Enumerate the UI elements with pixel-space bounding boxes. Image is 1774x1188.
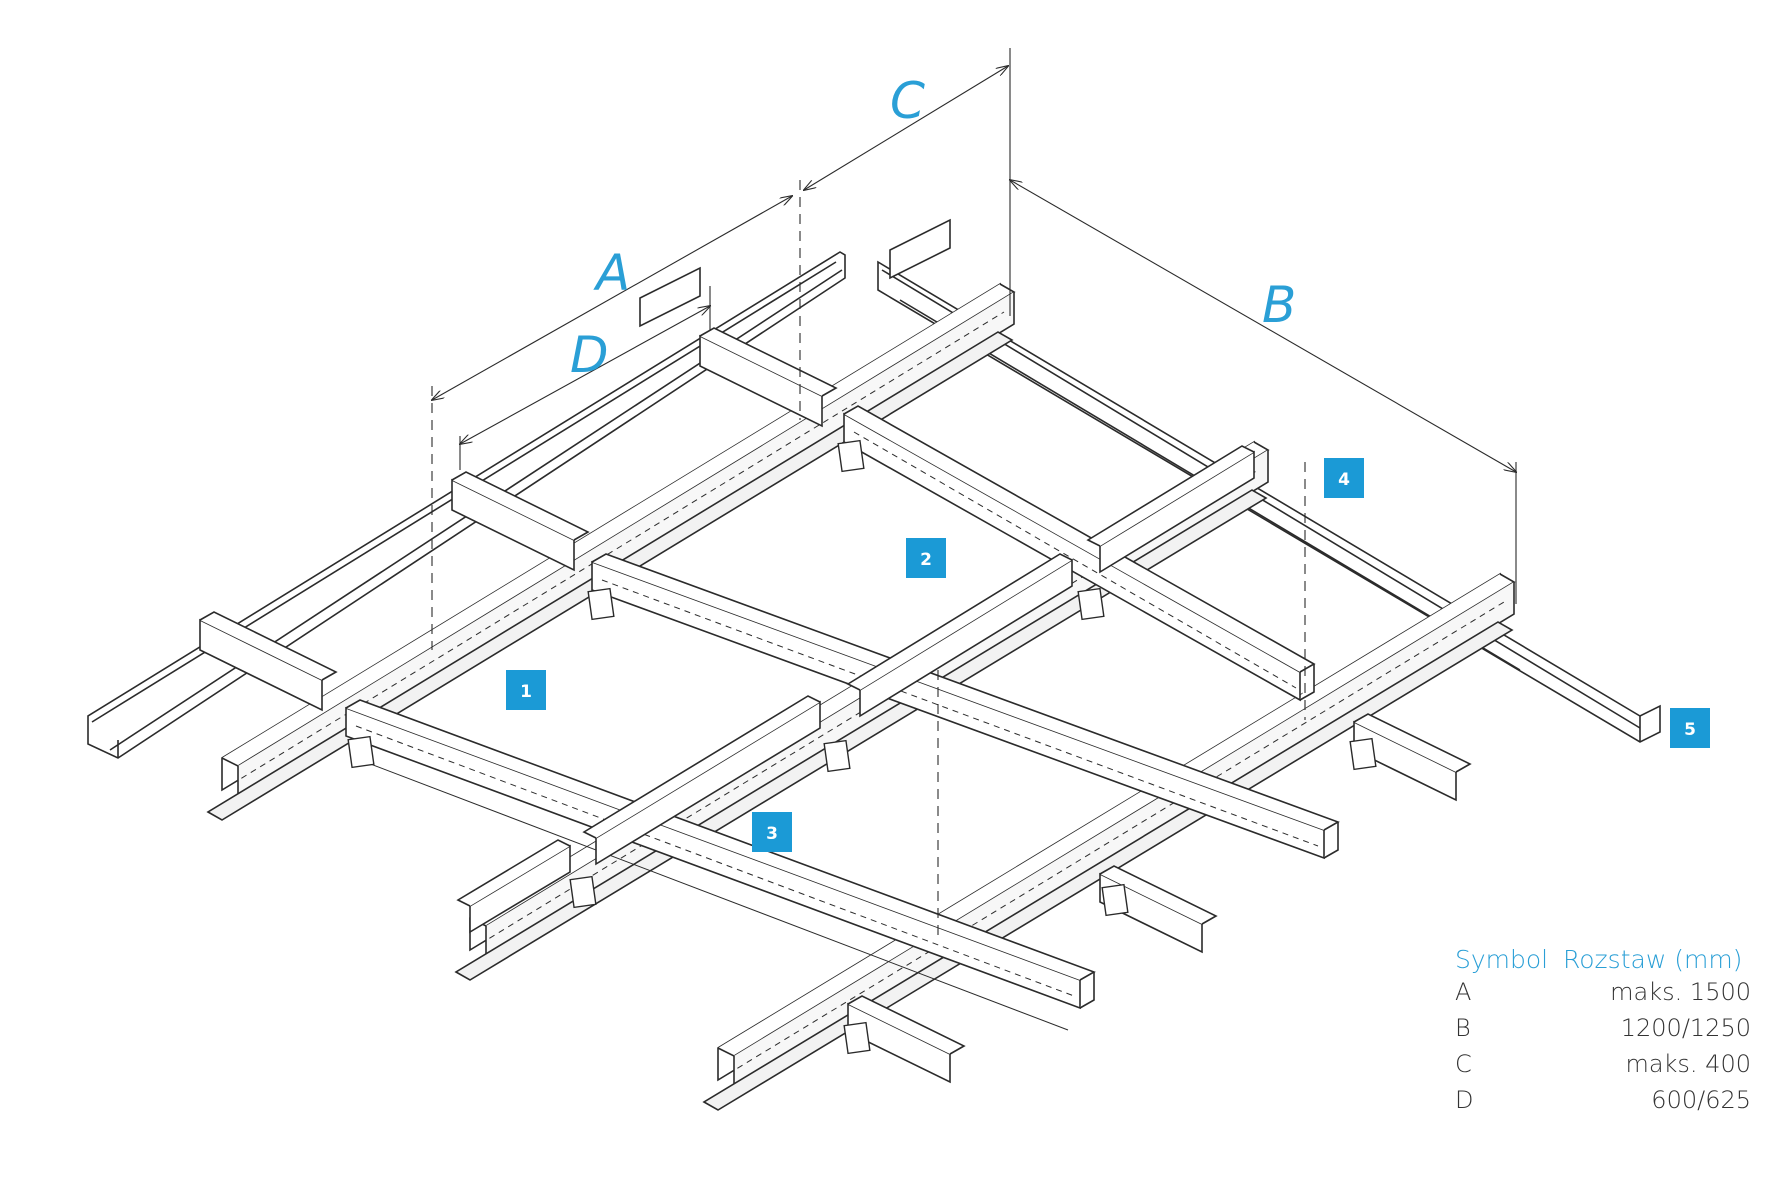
legend-value: 600/625 [1651, 1086, 1751, 1114]
long-cross-tee-3 [843, 405, 1316, 702]
dimension-lines [432, 48, 1516, 936]
svg-text:5: 5 [1684, 720, 1696, 740]
legend-value: 1200/1250 [1620, 1014, 1751, 1042]
badge-3: 3 [752, 812, 792, 852]
tee-ends [199, 218, 1472, 1084]
spacing-legend: Symbol Rozstaw (mm) A maks. 1500 B 1200/… [1455, 945, 1751, 1118]
legend-symbol: D [1455, 1086, 1474, 1114]
dimension-label-a: A [593, 244, 630, 302]
legend-row: A maks. 1500 [1455, 974, 1751, 1010]
legend-symbol: B [1455, 1014, 1471, 1042]
dimension-label-d: D [570, 326, 609, 384]
long-cross-tee-2 [591, 553, 1340, 860]
long-cross-tee-1 [345, 699, 1096, 1031]
legend-row: C maks. 400 [1455, 1046, 1751, 1082]
legend-row: D 600/625 [1455, 1082, 1751, 1118]
legend-value: maks. 1500 [1610, 978, 1751, 1006]
legend-symbol: A [1455, 978, 1472, 1006]
badge-4: 4 [1324, 458, 1364, 498]
legend-header: Symbol Rozstaw (mm) [1455, 945, 1751, 974]
svg-text:3: 3 [766, 824, 778, 844]
legend-value: maks. 400 [1625, 1050, 1751, 1078]
main-runner-1 [206, 282, 1016, 821]
legend-header-spacing: Rozstaw (mm) [1563, 945, 1743, 974]
legend-header-symbol: Symbol [1455, 945, 1549, 974]
connector-clips [347, 439, 1377, 1055]
long-cross-tees [345, 405, 1340, 1031]
dimension-label-c: C [890, 72, 925, 130]
legend-symbol: C [1455, 1050, 1472, 1078]
svg-text:2: 2 [920, 550, 932, 570]
dimension-label-b: B [1262, 276, 1296, 334]
svg-text:4: 4 [1338, 470, 1350, 490]
legend-row: B 1200/1250 [1455, 1010, 1751, 1046]
svg-text:1: 1 [520, 682, 532, 702]
badge-1: 1 [506, 670, 546, 710]
badge-2: 2 [906, 538, 946, 578]
badge-5: 5 [1670, 708, 1710, 748]
